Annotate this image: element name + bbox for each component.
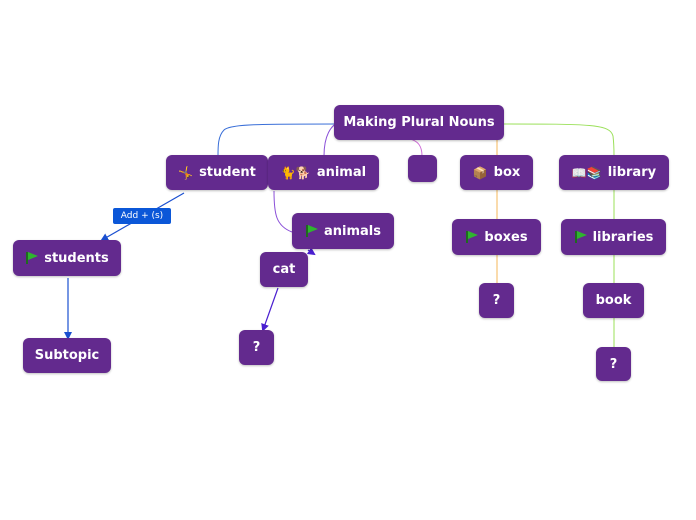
link-root-empty [409,138,423,157]
root-topic[interactable]: Making Plural Nouns [334,105,504,140]
package-emoji-icon: 📦 [472,165,488,180]
topic-empty[interactable] [408,155,437,182]
question-boxes-label: ? [492,293,501,308]
link-animals-cat [306,247,316,256]
flag-icon [574,231,587,243]
subtopic-boxes-label: boxes [484,229,528,245]
question-cat[interactable]: ? [239,330,274,365]
subtopic-placeholder-label: Subtopic [34,348,100,363]
topic-student[interactable]: 🤸 student [166,155,268,190]
topic-animal[interactable]: 🐈🐕 animal [268,155,379,190]
link-root-library [501,123,615,157]
topic-box-label: box [493,165,521,180]
topic-animal-label: animal [316,165,367,180]
relationship-label[interactable]: Add + (s) [113,208,171,224]
gymnast-emoji-icon: 🤸 [178,165,194,180]
topic-library[interactable]: 📖📚 library [559,155,669,190]
subtopic-cat[interactable]: cat [260,252,308,287]
link-cat-question [261,287,279,332]
subtopic-animals-label: animals [324,223,381,239]
subtopic-libraries-label: libraries [592,229,654,245]
relationship-label-text: Add + (s) [120,211,164,221]
books-emoji-icon: 📖📚 [571,165,602,180]
subtopic-book[interactable]: book [583,283,644,318]
question-boxes[interactable]: ? [479,283,514,318]
cat-dog-emoji-icon: 🐈🐕 [280,165,311,180]
subtopic-libraries[interactable]: libraries [561,219,666,255]
root-topic-label: Making Plural Nouns [343,115,495,130]
link-root-student [217,123,337,157]
subtopic-cat-label: cat [272,262,296,277]
flag-icon [465,231,479,243]
topic-student-label: student [199,165,256,180]
subtopic-students-label: students [44,250,109,266]
subtopic-boxes[interactable]: boxes [452,219,541,255]
subtopic-students[interactable]: students [13,240,121,276]
topic-library-label: library [607,165,657,180]
topic-box[interactable]: 📦 box [460,155,533,190]
flag-icon [305,225,318,237]
subtopic-book-label: book [595,293,632,308]
question-book[interactable]: ? [596,347,631,381]
question-book-label: ? [609,356,618,372]
subtopic-placeholder[interactable]: Subtopic [23,338,111,373]
subtopic-animals[interactable]: animals [292,213,394,249]
question-cat-label: ? [252,340,261,355]
flag-icon [25,252,39,264]
link-animal-animals [273,190,293,233]
